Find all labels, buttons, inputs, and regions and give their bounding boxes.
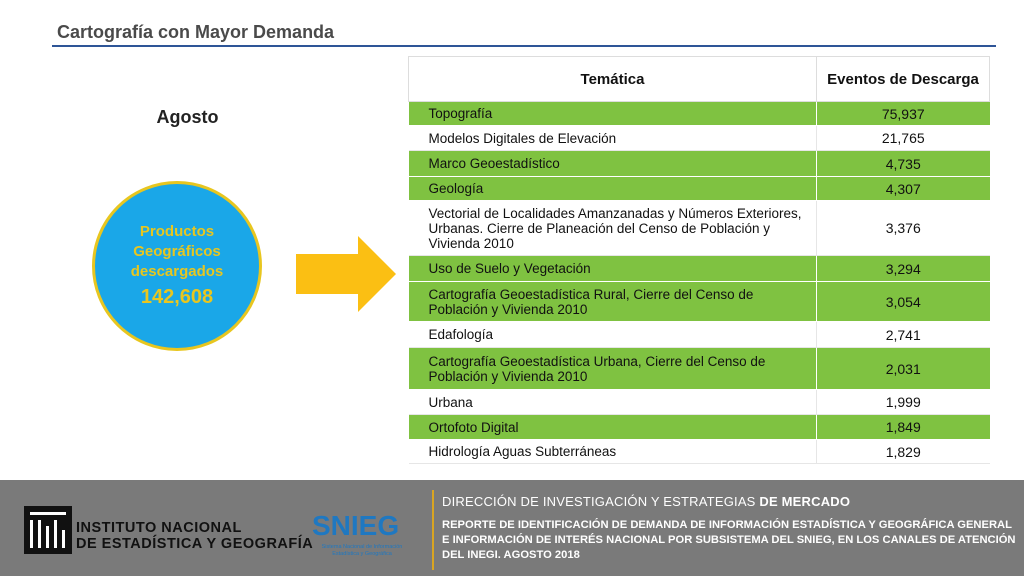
row-events: 1,849 — [816, 414, 990, 440]
row-events: 4,307 — [816, 176, 990, 201]
footer-divider — [432, 490, 434, 570]
right-arrow-icon — [296, 236, 396, 312]
row-events: 3,294 — [816, 255, 990, 282]
row-topic: Ortofoto Digital — [408, 414, 817, 440]
inegi-name-line2: DE ESTADÍSTICA Y GEOGRAFÍA — [76, 536, 314, 552]
row-events: 2,031 — [816, 347, 990, 390]
direction-name: DIRECCIÓN DE INVESTIGACIÓN Y ESTRATEGIAS… — [442, 494, 850, 509]
table-row: Vectorial de Localidades Amanzanadas y N… — [408, 200, 990, 256]
row-events: 3,376 — [816, 200, 990, 256]
inegi-name: INSTITUTO NACIONAL DE ESTADÍSTICA Y GEOG… — [76, 520, 313, 552]
row-events: 2,741 — [816, 321, 990, 348]
header-topic: Temática — [408, 56, 817, 102]
snieg-subtitle: Sistema Nacional de Información Estadíst… — [321, 544, 403, 557]
row-topic: Marco Geoestadístico — [408, 150, 817, 177]
row-topic: Modelos Digitales de Elevación — [408, 125, 817, 151]
table-row: Cartografía Geoestadística Urbana, Cierr… — [408, 347, 990, 390]
row-topic: Urbana — [408, 389, 817, 415]
row-topic: Uso de Suelo y Vegetación — [408, 255, 817, 282]
report-title: REPORTE DE IDENTIFICACIÓN DE DEMANDA DE … — [442, 519, 1016, 561]
table-row: Cartografía Geoestadística Rural, Cierre… — [408, 281, 990, 322]
month-label: Agosto — [156, 107, 219, 127]
row-events: 3,054 — [816, 281, 990, 322]
row-topic: Cartografía Geoestadística Urbana, Cierr… — [408, 347, 817, 390]
inegi-name-line1: INSTITUTO NACIONAL — [76, 520, 242, 536]
row-events: 21,765 — [816, 125, 990, 151]
slide-title: Cartografía con Mayor Demanda — [57, 22, 335, 42]
row-topic: Cartografía Geoestadística Rural, Cierre… — [408, 281, 817, 322]
row-events: 1,829 — [816, 439, 990, 464]
row-topic: Vectorial de Localidades Amanzanadas y N… — [408, 200, 817, 256]
inegi-logo-icon — [24, 506, 72, 554]
snieg-logo: SNIEG — [312, 510, 400, 541]
row-topic: Geología — [408, 176, 817, 201]
row-topic: Edafología — [408, 321, 817, 348]
header-events: Eventos de Descarga — [816, 56, 990, 102]
row-events: 1,999 — [816, 389, 990, 415]
total-downloads-value: 142,608 — [140, 286, 214, 308]
row-events: 4,735 — [816, 150, 990, 177]
direction-regular: DIRECCIÓN DE INVESTIGACIÓN Y ESTRATEGIAS — [442, 494, 760, 509]
title-divider — [52, 45, 996, 47]
row-topic: Topografía — [408, 101, 817, 126]
row-events: 75,937 — [816, 101, 990, 126]
total-downloads-label: Productos Geográficos descargados — [130, 223, 224, 280]
total-downloads-circle: Productos Geográficos descargados 142,60… — [92, 181, 262, 351]
footer: INSTITUTO NACIONAL DE ESTADÍSTICA Y GEOG… — [0, 480, 1024, 576]
row-topic: Hidrología Aguas Subterráneas — [408, 439, 817, 464]
direction-bold: DE MERCADO — [759, 494, 851, 509]
